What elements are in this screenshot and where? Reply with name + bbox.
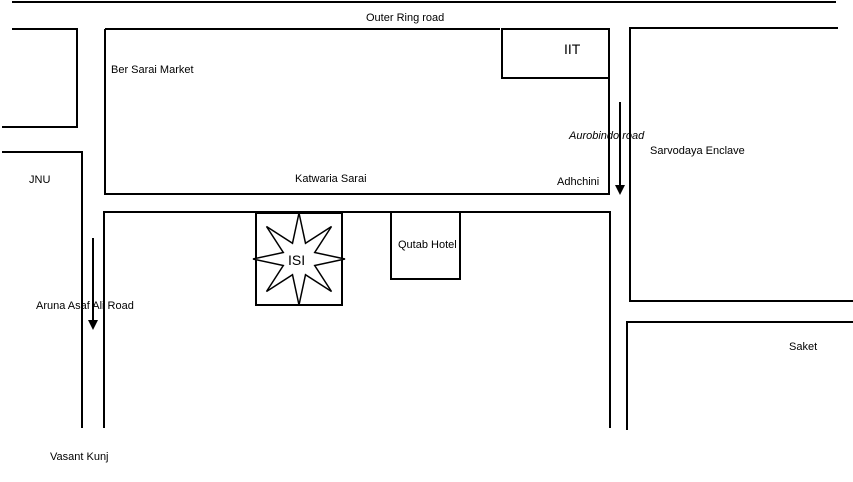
vasant-kunj-label: Vasant Kunj [50, 451, 109, 463]
qutab-hotel-label: Qutab Hotel [398, 239, 457, 251]
star-burst-icon [252, 212, 346, 306]
outer-ring-road-label: Outer Ring road [366, 12, 444, 24]
north-block [104, 29, 610, 195]
saket-block [626, 321, 853, 430]
ber-sarai-label: Ber Sarai Market [111, 64, 194, 76]
jnu-label: JNU [29, 174, 50, 186]
isi-label: ISI [288, 252, 305, 268]
south-block [103, 211, 611, 428]
aurobindo-road-label: Aurobindo road [568, 130, 645, 142]
aruna-asaf-ali-road-label: Aruna Asaf Ali Road [36, 300, 134, 312]
adhchini-label: Adhchini [557, 176, 599, 188]
jnu-road-edge [2, 151, 83, 428]
saket-label: Saket [789, 341, 817, 353]
iit-box [501, 28, 610, 79]
qutab-hotel-box [390, 211, 461, 280]
top-left-block [2, 28, 78, 128]
katwaria-sarai-label: Katwaria Sarai [295, 173, 367, 185]
sarvodaya-label: Sarvodaya Enclave [650, 145, 745, 157]
iit-label: IIT [564, 41, 581, 57]
sarvodaya-block [629, 27, 853, 302]
